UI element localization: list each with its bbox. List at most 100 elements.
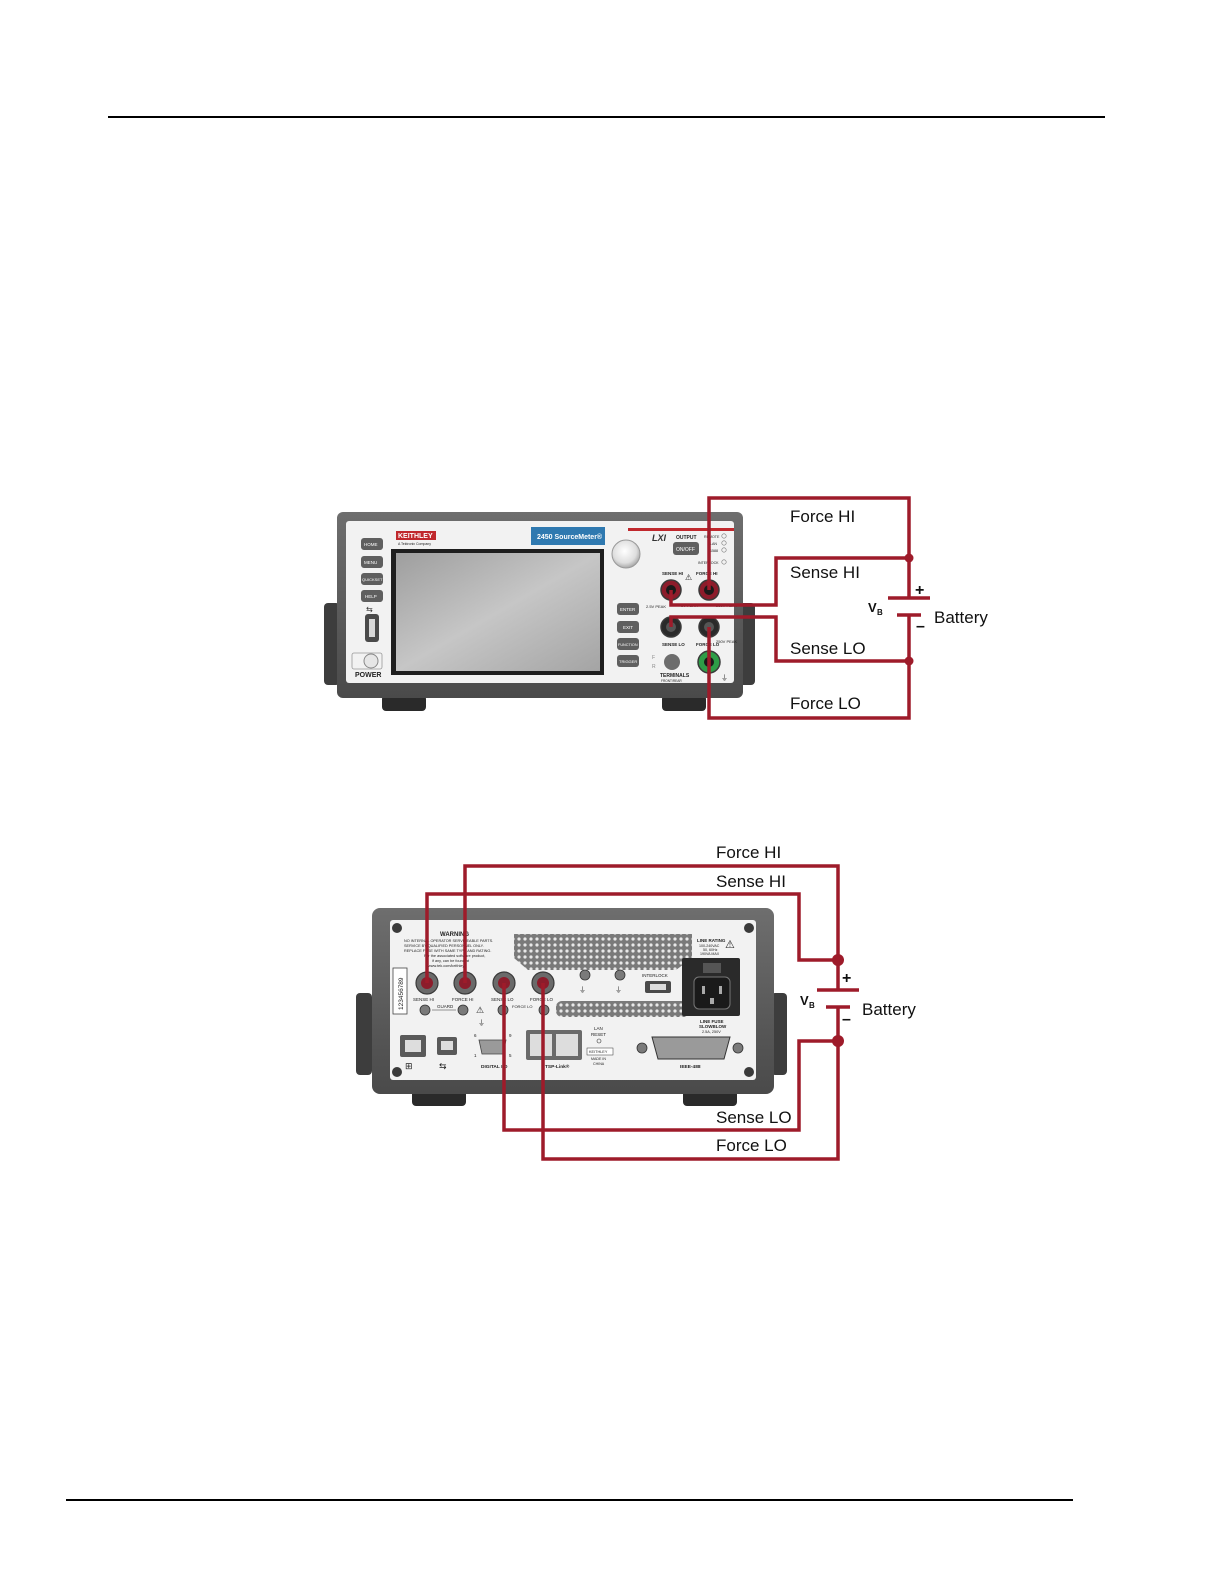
rear-guard-right[interactable] — [457, 1004, 469, 1016]
pin-label-5: 5 — [509, 1053, 512, 1058]
front-sense-lo-wire — [669, 615, 909, 663]
rear-corner-screw-tl — [392, 923, 402, 933]
lan-reset-label-1: LAN — [594, 1026, 603, 1031]
front-battery-subscript: B — [877, 608, 883, 617]
front-ground-icon: ⏚ — [721, 674, 728, 682]
peak-label-4: 250V PEAK — [716, 639, 737, 644]
pin-label-9: 9 — [509, 1033, 512, 1038]
rear-guard-left[interactable] — [419, 1004, 431, 1016]
rear-wiring — [425, 864, 859, 1161]
front-sense-lo-label: SENSE LO — [662, 642, 685, 647]
rear-wire-label-force-lo: Force LO — [716, 1136, 787, 1155]
power-switch-outline — [351, 652, 383, 670]
home-button[interactable] — [361, 538, 383, 550]
rear-ground-post-2[interactable] — [614, 969, 626, 981]
rear-warning-icon: ⚠ — [476, 1006, 484, 1016]
bottom-rule — [66, 1499, 1073, 1501]
front-force-lo-wire — [707, 627, 911, 720]
line-rating-1: 100-240VAC — [699, 944, 720, 948]
function-button-label: FUNCTION — [618, 643, 638, 647]
exit-button-label: EXIT — [623, 625, 633, 630]
rear-corner-screw-bl — [392, 1067, 402, 1077]
front-force-hi-wire — [707, 496, 911, 590]
quickset-button[interactable] — [361, 573, 383, 585]
pin-label-6: 6 — [474, 1033, 477, 1038]
rear-digital-io-connector[interactable] — [478, 1039, 507, 1055]
function-button[interactable] — [617, 638, 639, 650]
front-right-button-group: ENTER EXIT FUNCTION TRIGGER — [617, 603, 639, 667]
front-panel-diagram: KEITHLEY A Tektronix Company 2450 Source… — [324, 496, 988, 720]
enter-button-label: ENTER — [620, 607, 636, 612]
terminals-sublabel: FRONT/REAR — [661, 679, 682, 683]
rear-usb-icon: ⇆ — [439, 1062, 447, 1072]
warning-triangle-icon: ⚠ — [685, 573, 692, 582]
rear-ground-post-1[interactable] — [579, 969, 591, 981]
rear-chassis-icon: ⏚ — [579, 986, 586, 994]
trigger-button[interactable] — [617, 655, 639, 667]
front-usb-slot — [369, 619, 375, 637]
gpib-screw-left — [636, 1042, 648, 1054]
rear-fan-vent-lower — [556, 1001, 690, 1017]
line-fuse-1: SLOWBLOW — [699, 1024, 727, 1029]
navigation-knob[interactable] — [611, 539, 641, 569]
menu-button[interactable] — [361, 556, 383, 568]
line-rating-title: LINE RATING — [697, 938, 726, 943]
front-node-top — [904, 553, 914, 563]
led-label-remote: REMOTE — [704, 535, 720, 539]
model-text: 2450 SourceMeter® — [537, 533, 603, 541]
help-button-label: HELP — [365, 594, 377, 599]
front-left-handle — [324, 603, 340, 685]
front-force-hi-label: FORCE HI — [696, 571, 718, 576]
rear-fan-vent-upper — [514, 934, 692, 970]
rear-warning-line-2: SERVICE BY QUALIFIED PERSONNEL ONLY. — [404, 944, 484, 948]
power-button[interactable] — [363, 653, 379, 669]
pin-label-1: 1 — [474, 1053, 477, 1058]
front-wiring — [669, 496, 930, 720]
lan-reset-button[interactable] — [596, 1038, 602, 1044]
rear-right-handle — [771, 993, 787, 1075]
rear-battery-minus: – — [842, 1011, 851, 1028]
lan-led-icon — [721, 540, 727, 546]
rear-warning-line-3: REPLACE FUSE WITH SAME TYPE AND RATING. — [404, 949, 491, 953]
rear-panel-diagram: WARNING NO INTERNAL OPERATOR SERVICEABLE… — [356, 843, 916, 1161]
brand-subtext: A Tektronix Company — [398, 542, 431, 546]
front-accent-stripe — [628, 528, 734, 531]
rear-sense-lo-wire — [502, 983, 838, 1132]
model-badge — [531, 527, 605, 545]
rear-force-lo-small-label: FORCE LO — [512, 1004, 532, 1009]
rear-lan-icon: ⊞ — [405, 1062, 413, 1072]
rear-battery-symbol: V — [800, 993, 809, 1008]
quickset-button-label: QUICKSET — [362, 577, 383, 582]
gpib-screw-right — [732, 1042, 744, 1054]
1588-led-icon — [721, 547, 727, 553]
front-node-bottom — [904, 656, 914, 666]
help-button[interactable] — [361, 590, 383, 602]
terminals-front-rear-button[interactable] — [664, 654, 680, 670]
rear-battery-plus: + — [842, 970, 851, 987]
line-rating-2: 50, 60Hz — [703, 948, 718, 952]
line-rating-warning-icon: ⚠ — [725, 938, 735, 951]
front-battery-minus: – — [916, 618, 925, 635]
iec-socket — [693, 976, 731, 1010]
power-label: POWER — [355, 672, 381, 679]
rear-made-in-1: MADE IN — [591, 1057, 606, 1061]
remote-led-icon — [721, 533, 727, 539]
iec-pin-left — [702, 986, 705, 994]
fuse-drawer[interactable] — [703, 963, 721, 973]
trigger-button-label: TRIGGER — [619, 659, 637, 664]
rear-battery-label: Battery — [862, 1000, 916, 1019]
rear-node-bottom — [832, 1035, 844, 1047]
top-rule — [108, 116, 1105, 118]
lan-reset-label-2: RESET — [591, 1032, 606, 1037]
enter-button[interactable] — [617, 603, 639, 615]
iec-pin-right — [719, 986, 722, 994]
output-on-off-button[interactable] — [673, 542, 699, 555]
touchscreen — [396, 553, 600, 671]
exit-button[interactable] — [617, 621, 639, 633]
rear-ieee-488-connector[interactable] — [651, 1036, 731, 1060]
led-label-1588: 1588 — [710, 549, 718, 553]
front-indicator-f: F — [652, 655, 655, 661]
line-fuse-title: LINE FUSE — [700, 1019, 724, 1024]
usb-icon: ⇆ — [366, 605, 373, 614]
rear-tsp-link-socket-1 — [530, 1034, 552, 1056]
